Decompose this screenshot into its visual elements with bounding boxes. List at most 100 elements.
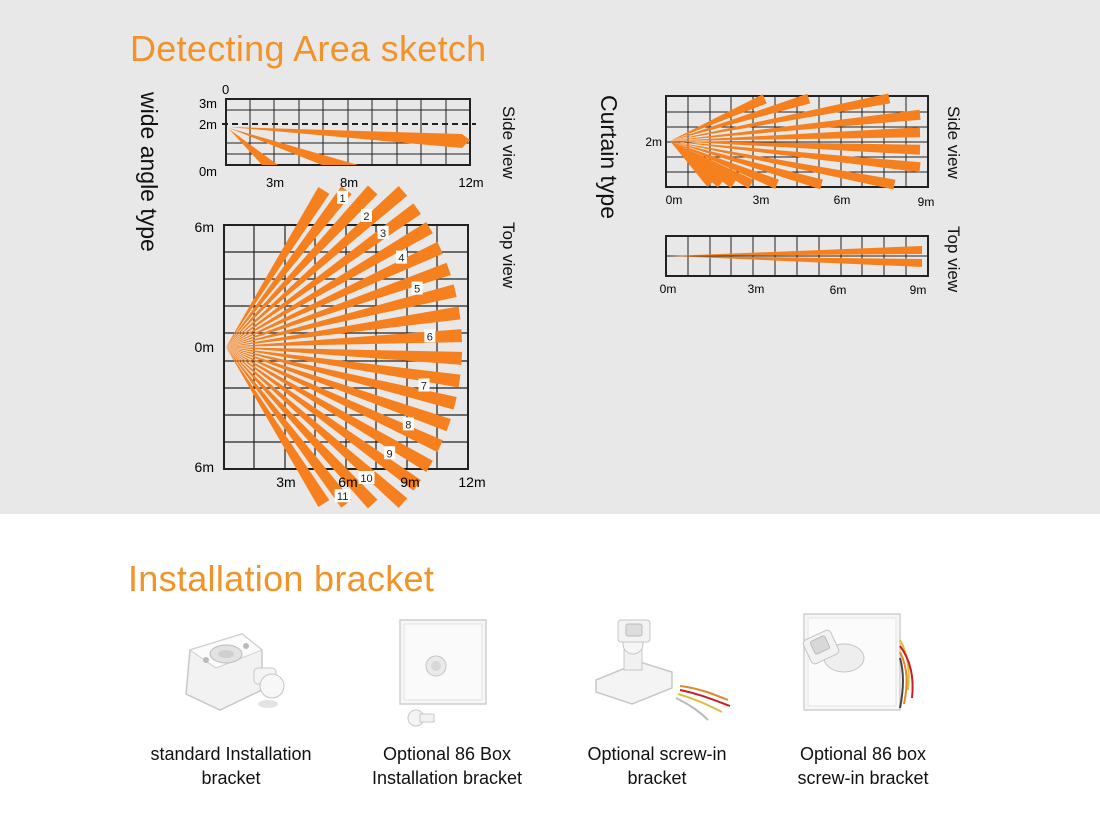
wide-side-xtick: 12m xyxy=(458,175,483,190)
beam-number-badge xyxy=(334,489,351,503)
wide-top-beams xyxy=(226,185,463,509)
beam-number-badge xyxy=(395,250,407,264)
wide-top-beam xyxy=(226,186,330,347)
beam-number-badge xyxy=(402,417,414,431)
detecting-area-panel xyxy=(0,0,1100,514)
caption-line: bracket xyxy=(201,768,261,788)
wide-side-beams xyxy=(229,127,470,165)
curtain-top-view-chart: 0m 3m 6m 9m xyxy=(660,235,929,297)
wide-top-beam xyxy=(226,347,457,410)
standard-bracket-image xyxy=(185,633,285,711)
wide-top-beam xyxy=(226,347,408,509)
beam-number: 9 xyxy=(387,448,393,460)
wide-top-beam xyxy=(226,347,330,508)
beam-number-badge xyxy=(424,329,436,343)
curtain-top-beams xyxy=(670,246,922,267)
beam-number: 11 xyxy=(337,491,348,503)
wide-side-xtick: 3m xyxy=(266,175,284,190)
curtain-side-beams xyxy=(670,93,921,190)
wide-top-beam xyxy=(226,347,443,453)
86-box-bracket-image xyxy=(399,619,487,727)
wide-top-beam xyxy=(226,329,463,347)
wide-top-beam xyxy=(226,203,421,347)
curtain-side-xtick: 6m xyxy=(834,193,851,207)
86-box-screw-in-bracket-image xyxy=(802,613,914,711)
wide-top-beam xyxy=(226,347,352,508)
caption-line: bracket xyxy=(627,768,687,788)
beam-number-badge xyxy=(377,225,389,239)
wide-top-xtick: 12m xyxy=(458,474,485,490)
wide-side-ytick: 0 xyxy=(222,82,229,97)
wide-side-ytick: 2m xyxy=(199,117,217,132)
wide-top-ytick: 6m xyxy=(195,459,214,475)
wide-side-ytick: 0m xyxy=(199,164,217,179)
caption-line: Installation bracket xyxy=(371,768,523,788)
curtain-top-xtick: 0m xyxy=(660,282,677,296)
wide-top-beam xyxy=(226,347,433,472)
wide-top-xtick: 3m xyxy=(276,474,295,490)
curtain-side-beam xyxy=(670,141,896,190)
wide-side-beam xyxy=(229,128,358,165)
wide-top-ytick: 6m xyxy=(195,219,214,235)
caption-line: Optional 86 Box xyxy=(382,744,512,764)
wide-side-ytick: 3m xyxy=(199,96,217,111)
curtain-side-beam xyxy=(670,109,921,141)
86-box-bracket-caption: Optional 86 Box Installation bracket xyxy=(337,742,557,790)
wide-top-beam xyxy=(226,347,451,432)
beam-number: 10 xyxy=(360,473,372,485)
curtain-top-xtick: 6m xyxy=(830,283,847,297)
beam-number-badge xyxy=(418,378,430,392)
curtain-top-beam xyxy=(670,256,922,267)
beam-number: 2 xyxy=(363,211,369,223)
wide-top-beam xyxy=(226,241,443,347)
curtain-top-xtick: 9m xyxy=(910,283,927,297)
caption-line: Optional 86 box xyxy=(799,744,927,764)
curtain-side-beam xyxy=(670,141,921,155)
beam-number: 4 xyxy=(398,253,404,265)
curtain-side-beam xyxy=(670,141,715,188)
curtain-side-xtick: 3m xyxy=(753,193,770,207)
wide-top-beam xyxy=(226,185,378,347)
curtain-side-beam xyxy=(670,141,779,189)
wide-top-beam xyxy=(226,347,378,509)
curtain-side-view-chart: 2m 0m 3m 6m 9m xyxy=(645,93,934,209)
curtain-side-beam xyxy=(670,141,737,189)
curtain-top-beam xyxy=(670,246,922,256)
beam-number: 5 xyxy=(414,284,420,296)
caption-line: Optional screw-in xyxy=(587,744,727,764)
curtain-side-beam xyxy=(670,141,725,188)
curtain-top-grid xyxy=(665,235,929,277)
beam-number: 7 xyxy=(421,380,427,392)
curtain-side-beam xyxy=(670,141,754,189)
wide-top-xtick: 9m xyxy=(400,474,419,490)
beam-number-badge xyxy=(384,446,396,460)
curtain-side-grid xyxy=(665,95,929,188)
screw-in-bracket-caption: Optional screw-in bracket xyxy=(547,742,767,790)
beam-number: 3 xyxy=(380,228,386,240)
installation-bracket-title: Installation bracket xyxy=(128,558,435,599)
wide-top-beam xyxy=(226,306,461,347)
curtain-top-xtick: 3m xyxy=(748,282,765,296)
curtain-side-beam xyxy=(670,141,823,190)
wide-top-beam xyxy=(226,262,451,347)
wide-side-view-chart: 0 3m 2m 0m 3m 8m 12m xyxy=(199,82,484,190)
beam-number-badge xyxy=(358,471,375,485)
beam-number: 6 xyxy=(427,331,433,343)
curtain-side-xtick: 9m xyxy=(918,195,935,209)
wide-side-xtick: 8m xyxy=(340,175,358,190)
wide-top-beam xyxy=(226,186,352,347)
beam-number-badge xyxy=(337,190,349,204)
curtain-side-xtick: 0m xyxy=(666,193,683,207)
standard-bracket-caption: standard Installation bracket xyxy=(121,742,341,790)
wide-top-beam xyxy=(226,347,421,491)
wide-top-beam xyxy=(226,185,408,347)
wide-top-beam xyxy=(226,284,457,347)
caption-line: standard Installation xyxy=(150,744,312,764)
beam-number-badge xyxy=(411,281,423,295)
caption-line: screw-in bracket xyxy=(797,768,929,788)
86-box-screw-in-bracket-caption: Optional 86 box screw-in bracket xyxy=(753,742,973,790)
wide-top-ytick: 0m xyxy=(195,339,214,355)
